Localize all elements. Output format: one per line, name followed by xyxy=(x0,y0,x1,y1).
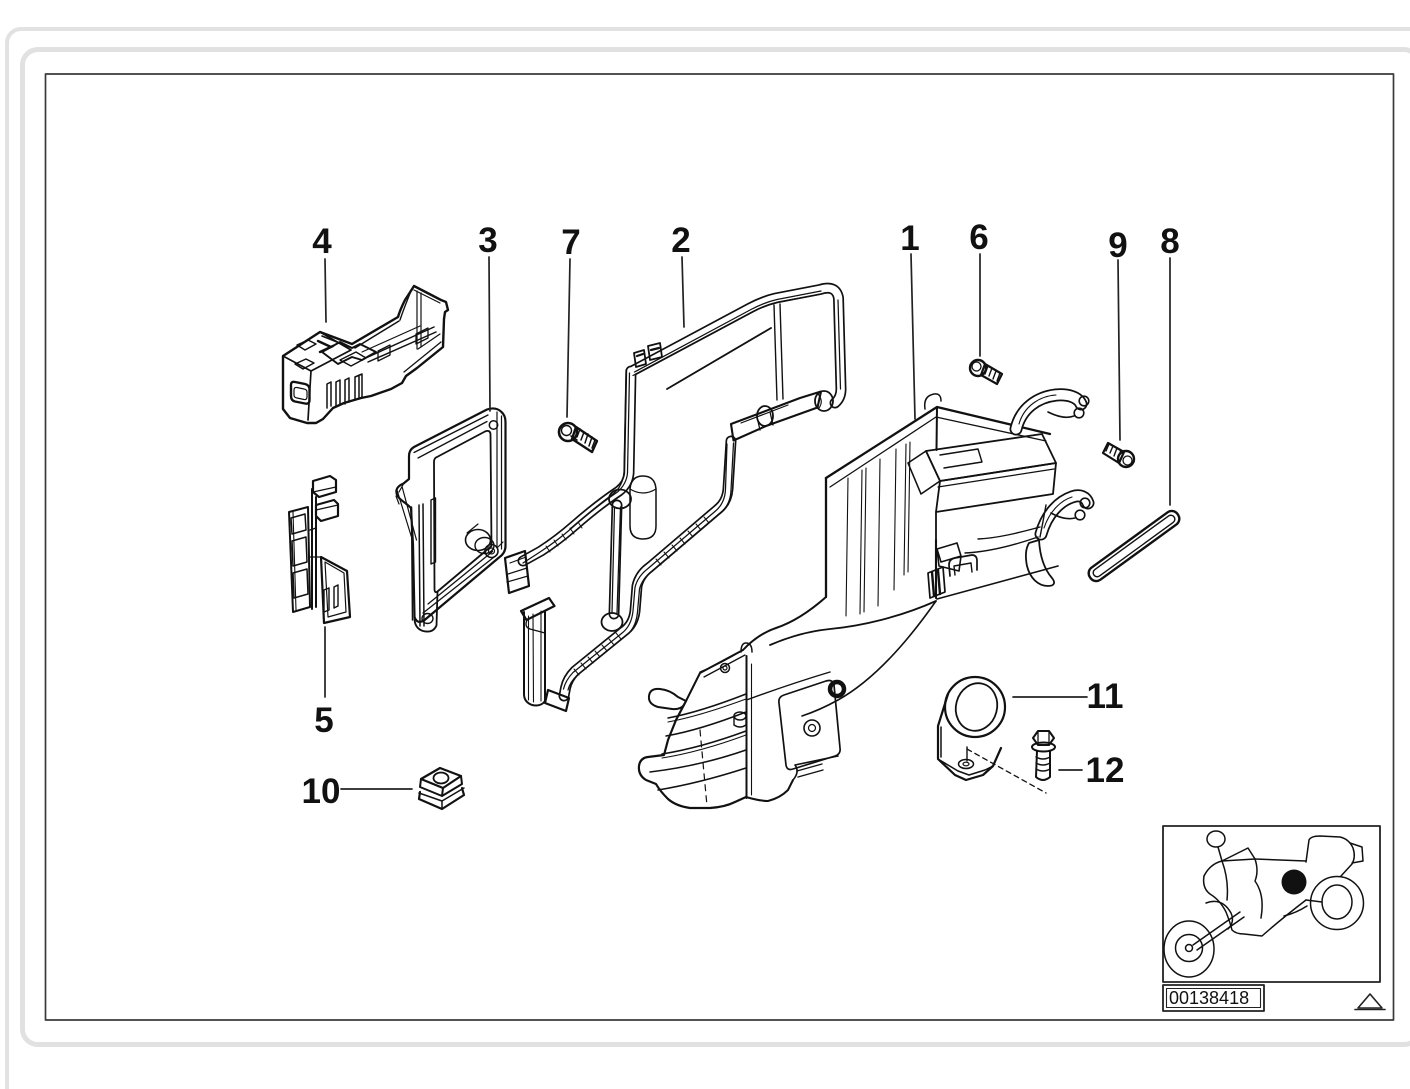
svg-text:1: 1 xyxy=(900,219,919,258)
svg-text:4: 4 xyxy=(312,222,332,261)
svg-text:11: 11 xyxy=(1087,677,1124,716)
svg-text:3: 3 xyxy=(478,221,497,260)
svg-text:00138418: 00138418 xyxy=(1169,988,1249,1008)
svg-text:12: 12 xyxy=(1086,751,1125,790)
svg-text:6: 6 xyxy=(969,218,988,257)
svg-text:2: 2 xyxy=(671,221,690,260)
svg-text:9: 9 xyxy=(1108,226,1127,265)
svg-text:5: 5 xyxy=(314,701,333,740)
svg-text:10: 10 xyxy=(302,772,341,811)
svg-text:7: 7 xyxy=(561,223,580,262)
svg-text:8: 8 xyxy=(1160,222,1179,261)
